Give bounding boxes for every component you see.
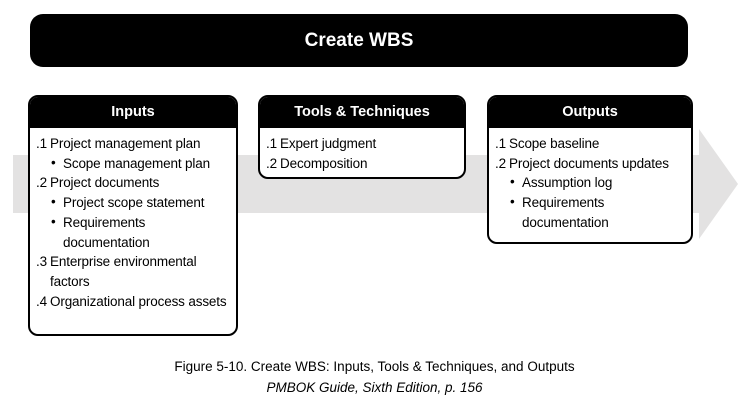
bullet-text: Assumption log — [522, 175, 613, 191]
bullet-text: Scope management plan — [63, 155, 210, 171]
outputs-box-header: Outputs — [489, 97, 691, 128]
bullet-item: • Assumption log — [491, 173, 689, 193]
item-text: Project management plan — [50, 136, 201, 151]
item-number: .2 — [495, 155, 506, 171]
bullet-icon: • — [510, 174, 515, 190]
bullet-icon: • — [51, 213, 56, 229]
item-text: Project documents updates — [509, 155, 669, 171]
bullet-icon: • — [51, 154, 56, 170]
item-text: Enterprise environmental factors — [50, 254, 197, 289]
item-number: .3 — [36, 254, 47, 270]
bullet-item: • Requirements documentation — [491, 193, 689, 232]
bullet-item: • Scope management plan — [32, 154, 234, 174]
figure-caption: Figure 5-10. Create WBS: Inputs, Tools &… — [0, 357, 749, 398]
item-text: Expert judgment — [280, 136, 377, 151]
item-number: .4 — [36, 293, 47, 309]
item-text: Scope baseline — [509, 136, 600, 151]
item-number: .1 — [36, 136, 47, 151]
item-number: .2 — [266, 155, 277, 171]
tools-techniques-box-header: Tools & Techniques — [260, 97, 464, 128]
bullet-icon: • — [51, 194, 56, 210]
process-title: Create WBS — [30, 14, 688, 67]
bullet-icon: • — [510, 194, 515, 210]
inputs-box-header: Inputs — [30, 97, 236, 128]
figure-caption-source: PMBOK Guide, Sixth Edition, p. 156 — [266, 379, 483, 395]
bullet-item: • Requirements documentation — [32, 213, 234, 252]
bullet-item: • Project scope statement — [32, 193, 234, 213]
item-number: .1 — [495, 136, 506, 151]
item-number: .2 — [36, 175, 47, 191]
figure-caption-title: Figure 5-10. Create WBS: Inputs, Tools &… — [174, 359, 575, 374]
bullet-text: Requirements documentation — [522, 195, 609, 230]
item-text: Project documents — [50, 175, 160, 191]
item-text: Organizational process assets — [50, 293, 227, 309]
item-number: .1 — [266, 136, 277, 151]
item-text: Decomposition — [280, 155, 368, 171]
bullet-text: Project scope statement — [63, 195, 205, 211]
bullet-text: Requirements documentation — [63, 214, 150, 250]
